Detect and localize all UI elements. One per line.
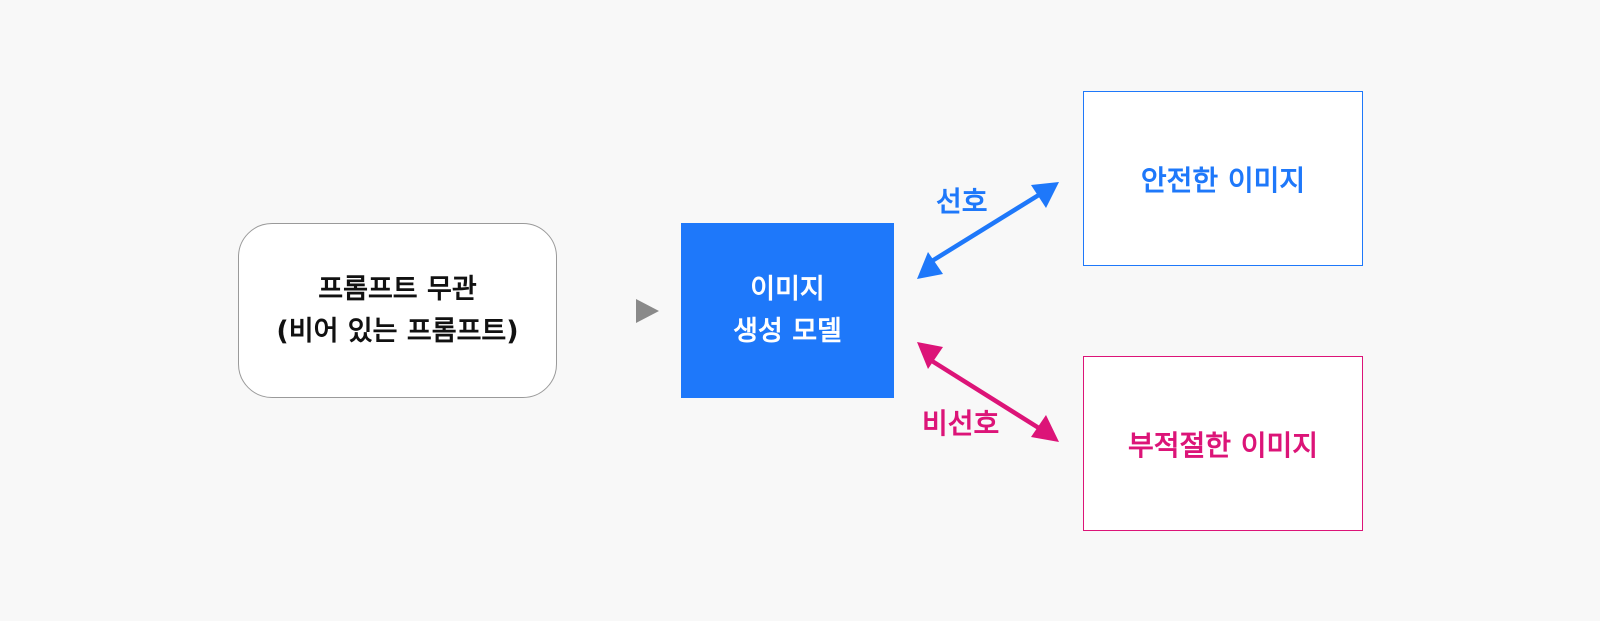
safe-image-box: 안전한 이미지 <box>1083 91 1363 266</box>
image-generation-model-box: 이미지 생성 모델 <box>681 223 894 398</box>
non-preferred-edge-label: 비선호 <box>922 407 1000 440</box>
safe-image-label: 안전한 이미지 <box>1140 163 1306 197</box>
input-arrow <box>583 299 659 323</box>
model-box-line2: 생성 모델 <box>733 315 842 347</box>
preferred-arrow <box>917 182 1059 279</box>
prompt-independent-box: 프롬프트 무관 (비어 있는 프롬프트) <box>238 223 557 398</box>
model-box-line1: 이미지 <box>750 273 825 305</box>
unsafe-image-label: 부적절한 이미지 <box>1127 428 1319 462</box>
prompt-box-line2: (비어 있는 프롬프트) <box>276 315 519 347</box>
unsafe-image-box: 부적절한 이미지 <box>1083 356 1363 531</box>
prompt-box-line1: 프롬프트 무관 <box>318 273 477 305</box>
non-preferred-arrow <box>917 342 1059 442</box>
preferred-edge-label: 선호 <box>936 185 988 218</box>
